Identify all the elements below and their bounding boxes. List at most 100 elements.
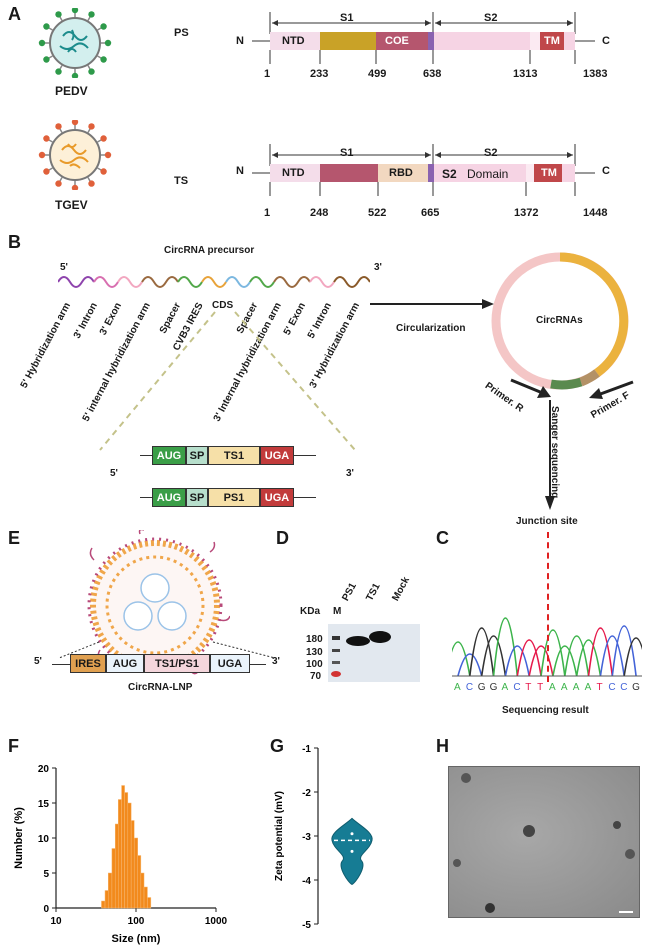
lnp-caption: CircRNA-LNP	[128, 682, 193, 693]
marker-70: 70	[310, 671, 322, 682]
circrna-ring	[491, 252, 629, 390]
y-tick-label: 20	[38, 764, 50, 775]
spike-head	[43, 23, 50, 30]
ps-pos-499: 499	[368, 68, 387, 80]
histogram-bar	[108, 872, 113, 909]
sequence-base: T	[525, 682, 532, 693]
chromatogram-peak	[504, 645, 530, 677]
ts-domain-ntd: NTD	[282, 167, 305, 179]
spike-head	[100, 135, 107, 142]
chromatogram-peak	[540, 629, 566, 677]
ts-domain-s2: S2	[442, 167, 457, 181]
histogram-bar	[147, 897, 152, 909]
sequence-base: C	[465, 682, 474, 693]
chromatogram	[452, 617, 642, 677]
histogram-bar	[127, 802, 132, 909]
element-cds: CDS	[212, 300, 234, 311]
spike-head	[55, 123, 62, 130]
western-blot	[328, 624, 420, 682]
spike-head	[55, 180, 62, 187]
chromatogram-peak	[611, 625, 637, 677]
construct2-sp: SP	[186, 488, 208, 507]
histogram-bar	[143, 886, 148, 909]
histogram-bar	[137, 855, 142, 909]
lnp-uga: UGA	[210, 654, 250, 673]
x-tick-label: 100	[128, 916, 145, 927]
sequence-base: C	[608, 682, 616, 693]
pedv-virus-icon	[38, 8, 112, 78]
ps-c-terminus: C	[602, 35, 610, 47]
x-tick-label: 1000	[205, 916, 228, 927]
lane-mock: Mock	[390, 575, 413, 603]
histogram-bar	[121, 785, 125, 909]
histogram-bar	[140, 872, 145, 909]
precursor-wave	[58, 276, 370, 288]
tgev-virus-icon	[38, 120, 112, 190]
spike-head	[38, 39, 46, 47]
x-tick-label: 10	[50, 916, 62, 927]
junction-dashed-line	[547, 532, 549, 682]
chromatogram-peak	[575, 639, 602, 677]
y-tick-label: -5	[302, 920, 311, 931]
spike-head	[71, 120, 79, 126]
construct2-ps1: PS1	[208, 488, 260, 507]
ps-domain-map	[252, 12, 595, 64]
y-tick-label: -4	[302, 876, 311, 887]
junction-site-label: Junction site	[516, 516, 578, 527]
ts-pos-248: 248	[310, 207, 329, 219]
sequence-base: A	[560, 682, 568, 693]
spike-head	[100, 168, 107, 175]
spike-head	[71, 184, 79, 190]
spike-head	[71, 8, 79, 14]
spike-head	[43, 135, 50, 142]
histogram-bar	[104, 890, 109, 909]
marker-130: 130	[306, 647, 323, 658]
y-axis-label: Number (%)	[13, 807, 25, 869]
ts-n-terminus: N	[236, 165, 244, 177]
y-tick-label: -1	[302, 744, 311, 755]
panel-label-h: H	[436, 736, 449, 756]
chromatogram-peak	[469, 627, 495, 677]
tem-image	[448, 766, 640, 918]
chromatogram-peak	[457, 653, 483, 677]
spike-head	[43, 56, 50, 63]
tem-particle	[461, 773, 471, 783]
sequence-base: G	[489, 682, 498, 693]
chromatogram-peak	[599, 635, 625, 677]
circularization-arrow	[370, 299, 494, 309]
lane-ps1: PS1	[340, 581, 359, 603]
sequence-base: G	[632, 682, 640, 693]
sequence-base: A	[584, 682, 592, 693]
histogram-bar	[111, 848, 116, 909]
precursor-3prime: 3'	[374, 262, 382, 273]
histogram-bar	[114, 823, 119, 909]
panel-label-d: D	[276, 528, 289, 548]
histogram-bar	[133, 837, 138, 909]
ps-s2: S2	[484, 12, 498, 24]
chromatogram-peak	[480, 635, 507, 677]
construct2-aug: AUG	[152, 488, 186, 507]
ts-pos-1372: 1372	[514, 207, 539, 219]
construct-3prime: 3'	[346, 468, 354, 479]
sanger-label: Sanger sequencing	[549, 406, 560, 499]
spike-head	[104, 39, 112, 47]
panel-label-f: F	[8, 736, 19, 756]
violin-quartile-upper	[350, 832, 354, 836]
y-tick-label: -2	[302, 788, 311, 799]
ts-pos-522: 522	[368, 207, 387, 219]
spike-head	[55, 68, 62, 75]
ts-pos-1448: 1448	[583, 207, 608, 219]
spike-head	[88, 11, 95, 18]
cds-expansion-lines	[99, 311, 356, 451]
construct1-ts1: TS1	[208, 446, 260, 465]
y-tick-label: 5	[43, 869, 49, 880]
ts-pos-1: 1	[264, 207, 271, 219]
tem-particle	[523, 825, 535, 837]
ps-pos-1383: 1383	[583, 68, 608, 80]
ps-domain-tm: TM	[544, 35, 560, 47]
ts-s2: S2	[484, 147, 498, 159]
precursor-5prime: 5'	[60, 262, 68, 273]
